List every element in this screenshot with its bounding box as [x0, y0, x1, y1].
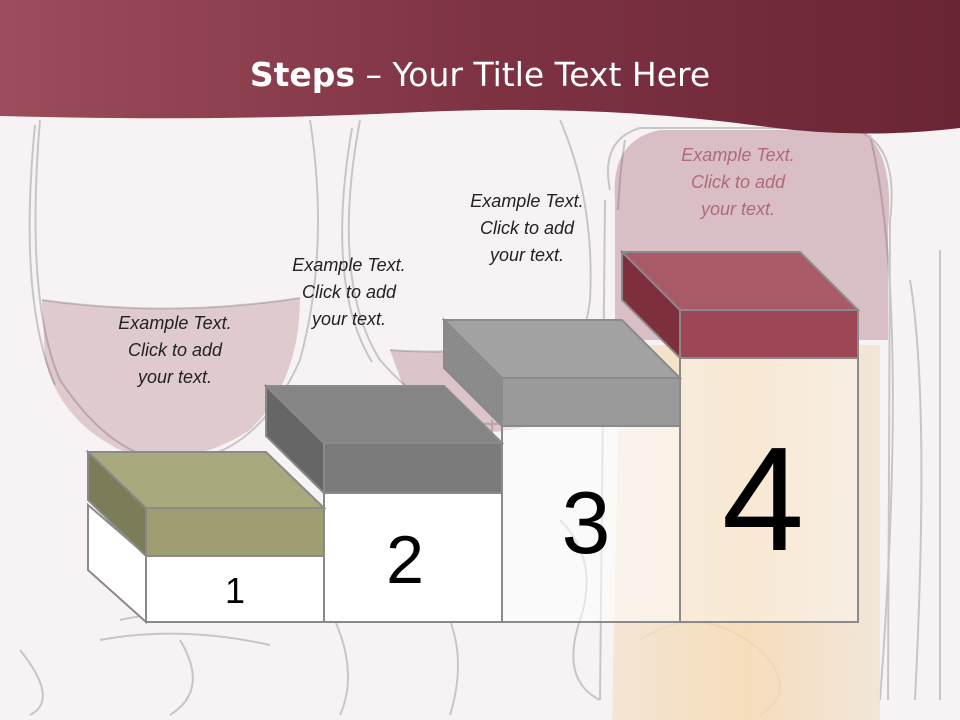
step-caption-2-line-1: Example Text. [292, 255, 406, 275]
step-caption-3-line-3: your text. [489, 245, 565, 265]
step-caption-4[interactable]: Example Text. Click to add your text. [648, 142, 828, 223]
step-caption-3[interactable]: Example Text. Click to add your text. [437, 188, 617, 269]
step-caption-4-line-3: your text. [700, 199, 776, 219]
step-block-4-front [679, 309, 859, 359]
step-caption-1-line-3: your text. [137, 367, 213, 387]
slide-title-rest: – Your Title Text Here [355, 55, 711, 94]
step-block-1-front [145, 507, 325, 557]
step-caption-3-line-2: Click to add [479, 218, 575, 238]
step-caption-3-line-1: Example Text. [470, 191, 584, 211]
step-number-4: 4 [721, 417, 805, 582]
step-caption-1-line-1: Example Text. [118, 313, 232, 333]
step-block-2[interactable] [263, 383, 505, 496]
step-caption-1-line-2: Click to add [127, 340, 223, 360]
step-number-1: 1 [224, 570, 246, 611]
step-frames [87, 356, 859, 625]
step-block-1[interactable] [85, 449, 327, 559]
step-caption-4-line-1: Example Text. [681, 145, 795, 165]
slide-title[interactable]: Steps – Your Title Text Here [0, 52, 960, 98]
step-caption-4-line-2: Click to add [690, 172, 786, 192]
step-block-2-front [323, 442, 503, 494]
step-number-2: 2 [386, 522, 424, 598]
step-block-3-front [501, 377, 681, 427]
step-caption-2-line-3: your text. [311, 309, 387, 329]
slide-title-bold: Steps [249, 55, 356, 94]
step-caption-2-line-2: Click to add [301, 282, 397, 302]
step-block-4[interactable] [619, 249, 861, 361]
step-block-3[interactable] [441, 317, 683, 429]
header-band [0, 0, 960, 134]
step-caption-1[interactable]: Example Text. Click to add your text. [85, 310, 265, 391]
step-number-3: 3 [561, 473, 611, 572]
step-caption-2[interactable]: Example Text. Click to add your text. [259, 252, 439, 333]
